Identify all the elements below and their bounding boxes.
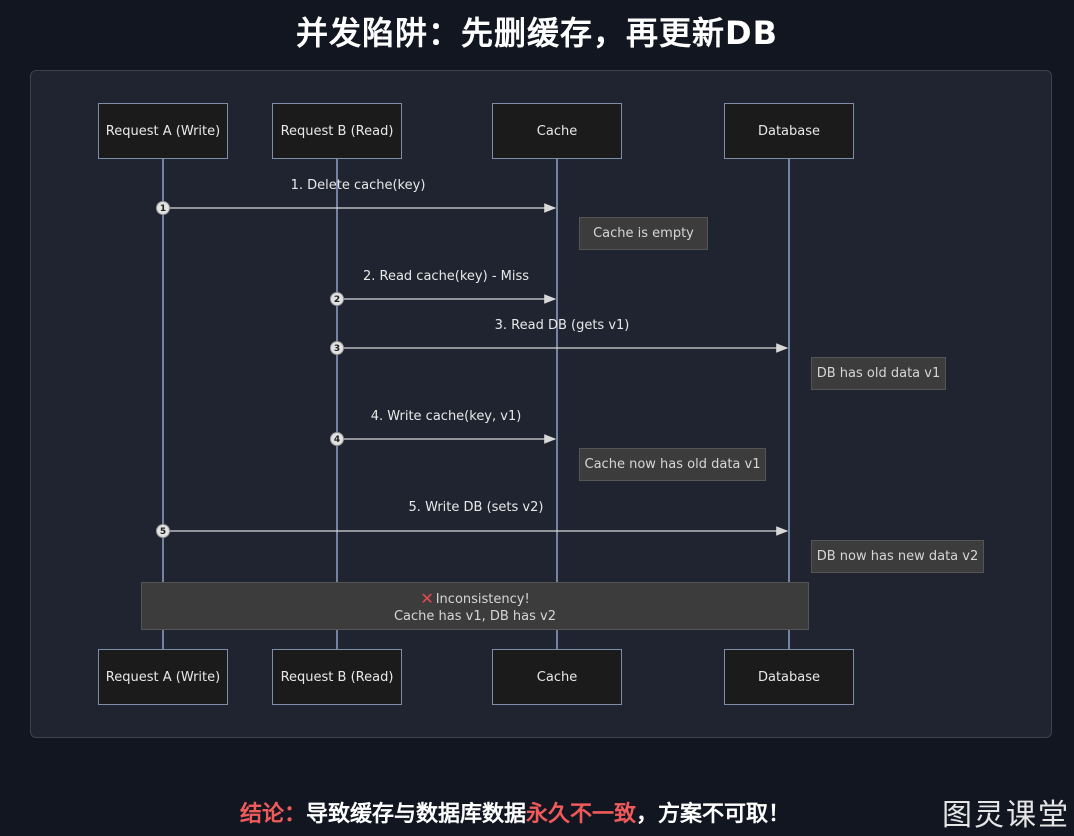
sequence-number-1: 1 — [156, 201, 170, 215]
note-inconsistency: ✕Inconsistency! Cache has v1, DB has v2 — [141, 582, 809, 630]
conclusion-highlight: 永久不一致 — [526, 802, 637, 827]
note-db-new-data: DB now has new data v2 — [811, 540, 984, 573]
actor-database-top: Database — [724, 103, 854, 159]
sequence-number-3: 3 — [330, 341, 344, 355]
message-label-2: 2. Read cache(key) - Miss — [362, 269, 530, 284]
actor-cache-top: Cache — [492, 103, 622, 159]
conclusion-prefix: 结论： — [240, 802, 307, 827]
message-label-1: 1. Delete cache(key) — [290, 178, 426, 193]
conclusion-suffix: ，方案不可取！ — [636, 802, 791, 827]
cross-mark-icon: ✕ — [420, 589, 434, 608]
sequence-number-4: 4 — [330, 432, 344, 446]
sequence-number-5: 5 — [156, 524, 170, 538]
conclusion-text: 结论：导致缓存与数据库数据永久不一致，方案不可取！ — [240, 796, 790, 828]
note-cache-old-data: Cache now has old data v1 — [579, 448, 766, 481]
watermark-logo-text: 图灵课堂 — [942, 798, 1070, 833]
inconsistency-title: Inconsistency! — [435, 592, 530, 607]
note-db-old-data: DB has old data v1 — [811, 357, 946, 390]
message-label-3: 3. Read DB (gets v1) — [494, 318, 630, 333]
sequence-number-2: 2 — [330, 292, 344, 306]
actor-request-b-top: Request B (Read) — [272, 103, 402, 159]
conclusion-middle: 导致缓存与数据库数据 — [306, 802, 527, 827]
page-title: 并发陷阱：先删缓存，再更新DB — [296, 14, 778, 52]
actor-database-bottom: Database — [724, 649, 854, 705]
message-label-4: 4. Write cache(key, v1) — [370, 409, 522, 424]
actor-request-a-bottom: Request A (Write) — [98, 649, 228, 705]
inconsistency-detail: Cache has v1, DB has v2 — [393, 609, 557, 624]
actor-request-b-bottom: Request B (Read) — [272, 649, 402, 705]
actor-request-a-top: Request A (Write) — [98, 103, 228, 159]
actor-cache-bottom: Cache — [492, 649, 622, 705]
note-cache-empty: Cache is empty — [579, 217, 708, 250]
message-label-5: 5. Write DB (sets v2) — [408, 500, 544, 515]
